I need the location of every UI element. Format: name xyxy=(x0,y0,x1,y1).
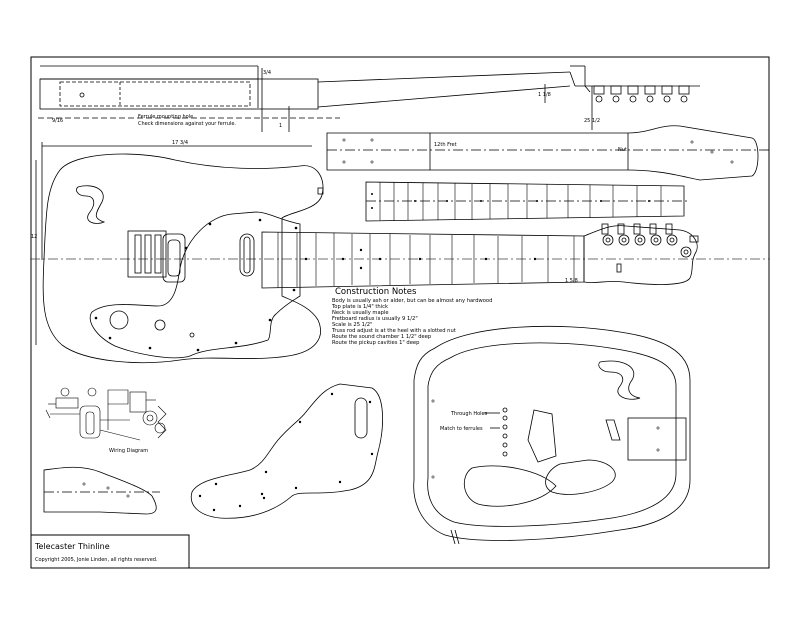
dim-body-height: 12 xyxy=(31,234,37,240)
headstock-template xyxy=(43,466,160,515)
through-holes xyxy=(502,407,508,457)
dim-neck-a: 9/16 xyxy=(52,118,63,124)
dim-neck-d: 1 1/8 xyxy=(538,92,551,98)
f-hole xyxy=(76,185,106,224)
construction-note-line: Truss rod adjust is at the heel with a s… xyxy=(331,328,456,334)
neck-pickup-cutout xyxy=(354,397,368,439)
neck-top-view xyxy=(326,125,770,181)
title-block xyxy=(30,534,190,569)
dim-headstock: 1 5/8 xyxy=(565,278,578,284)
label-wiring-diagram: Wiring Diagram xyxy=(109,448,148,454)
label-through-holes: Through Holes xyxy=(450,411,488,417)
construction-note-line: Fretboard radius is usually 9 1/2" xyxy=(332,316,418,322)
construction-note-line: Neck is usually maple xyxy=(332,310,389,316)
ferrule-note-line1: Ferrule mounting hole. xyxy=(138,114,195,120)
ferrule-note-line2: Check dimensions against your ferrule. xyxy=(138,121,236,127)
guitar-body-back xyxy=(413,325,691,545)
pickguard xyxy=(89,211,301,359)
control-knob-2 xyxy=(154,319,166,331)
construction-notes: Body is usually ash or alder, but can be… xyxy=(331,298,492,346)
headstock xyxy=(583,225,698,285)
wiring-diagram xyxy=(45,387,167,441)
label-match-to-ferrules: Match to ferrules xyxy=(440,426,483,432)
dim-neck-e: 25 1/2 xyxy=(584,118,600,124)
neck-on-body xyxy=(261,223,699,289)
bridge-plate xyxy=(127,230,167,278)
dim-neck-c: 1 xyxy=(279,123,282,129)
f-hole-back xyxy=(598,360,641,400)
sheet-border xyxy=(30,56,770,569)
label-twelfth-fret: 12th Fret xyxy=(434,142,457,148)
neck-side-profile xyxy=(38,65,700,132)
construction-note-line: Route the sound chamber 1 1/2" deep xyxy=(332,334,432,340)
dim-body-width: 17 3/4 xyxy=(172,140,188,146)
copyright-notice: Copyright 2005, Jonie Linden, all rights… xyxy=(35,557,158,563)
control-knob-1 xyxy=(109,310,129,330)
pickguard-template xyxy=(190,383,383,519)
neck-pocket-back xyxy=(627,417,687,461)
tuner-pegs-front xyxy=(601,223,699,258)
neck-pickup xyxy=(239,233,255,277)
construction-note-line: Top plate is 1/4" thick xyxy=(331,304,388,310)
construction-note-line: Body is usually ash or alder, but can be… xyxy=(332,298,492,304)
tuner-side-row xyxy=(593,85,690,103)
fretboard-top-view xyxy=(365,181,690,222)
construction-note-line: Route the pickup cavities 1" deep xyxy=(332,340,420,346)
guitar-body-front xyxy=(30,142,770,363)
construction-note-line: Scale is 25 1/2" xyxy=(332,322,372,328)
dim-neck-b: 3/4 xyxy=(263,70,271,76)
construction-notes-heading: Construction Notes xyxy=(335,287,417,297)
label-nut: Nut xyxy=(618,147,627,153)
drawing-title: Telecaster Thinline xyxy=(34,542,110,551)
